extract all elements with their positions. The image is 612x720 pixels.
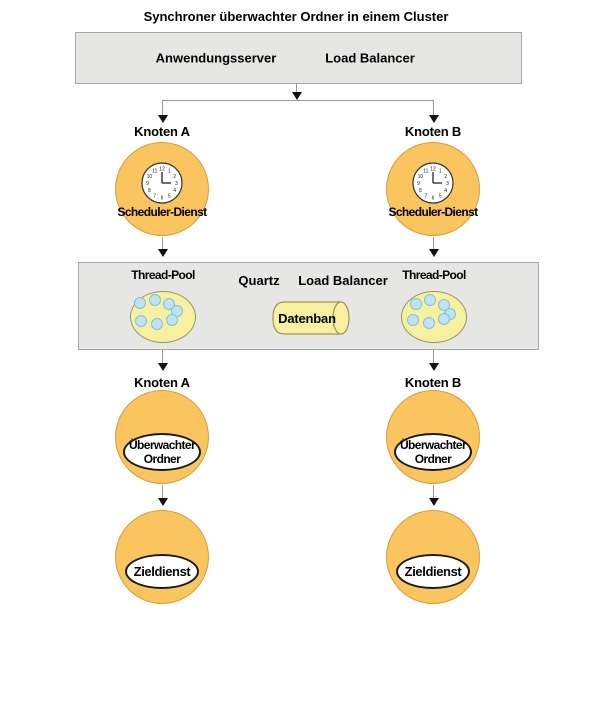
arrow-down-icon	[428, 249, 439, 257]
load-balancer-top-label: Load Balancer	[325, 50, 415, 66]
connector-band-a-line	[162, 349, 163, 363]
arrow-down-icon	[157, 115, 168, 123]
svg-text:3: 3	[175, 181, 178, 187]
target-service-label: Zieldienst	[133, 564, 191, 579]
database-cylinder-icon	[272, 301, 350, 335]
connector-top-line	[296, 83, 297, 92]
application-server-box: Anwendungsserver Load Balancer	[75, 32, 522, 84]
node-a-mid-label: Knoten A	[134, 375, 190, 390]
svg-text:1: 1	[168, 168, 171, 174]
watched-folder-label-line1: Überwachter	[399, 438, 467, 452]
svg-text:6: 6	[161, 196, 164, 202]
watched-folder-label-line2: Ordner	[414, 452, 452, 466]
thread-dot	[424, 294, 436, 306]
svg-text:9: 9	[146, 181, 149, 187]
watched-folder-node-b: Überwachter Ordner	[386, 390, 480, 484]
thread-dot	[134, 297, 146, 309]
target-service-ellipse: Zieldienst	[396, 554, 470, 589]
thread-dot	[135, 315, 147, 327]
thread-dot	[438, 313, 450, 325]
svg-text:8: 8	[148, 188, 151, 194]
svg-text:2: 2	[173, 174, 176, 180]
svg-text:9: 9	[417, 181, 420, 187]
target-service-node-a: Zieldienst	[115, 510, 209, 604]
target-service-ellipse: Zieldienst	[125, 554, 199, 589]
thread-dot	[407, 314, 419, 326]
connector-watched-a-line	[162, 485, 163, 498]
thread-pool-ellipse-left	[130, 291, 196, 343]
svg-text:3: 3	[446, 181, 449, 187]
connector-band-b-line	[433, 349, 434, 363]
svg-text:11: 11	[152, 168, 157, 174]
svg-text:4: 4	[444, 188, 447, 194]
quartz-label: Quartz	[238, 273, 280, 288]
watched-folder-ellipse: Überwachter Ordner	[394, 433, 472, 471]
connector-left-drop-line	[162, 100, 163, 115]
target-service-label: Zieldienst	[404, 564, 462, 579]
arrow-down-icon	[428, 363, 439, 371]
node-a-top-label: Knoten A	[134, 124, 190, 139]
connector-scheduler-b-line	[433, 237, 434, 249]
watched-folder-label-line1: Überwachter	[128, 438, 196, 452]
application-server-label: Anwendungsserver	[155, 50, 277, 66]
node-b-mid-label: Knoten B	[404, 375, 462, 390]
arrow-down-icon	[428, 498, 439, 506]
thread-dot	[151, 318, 163, 330]
svg-text:11: 11	[423, 168, 428, 174]
svg-text:5: 5	[168, 194, 171, 200]
thread-dot	[410, 298, 422, 310]
thread-pool-left-label: Thread-Pool	[131, 268, 195, 282]
svg-text:6: 6	[432, 196, 435, 202]
watched-folder-node-a: Überwachter Ordner	[115, 390, 209, 484]
arrow-down-icon	[428, 115, 439, 123]
thread-pool-right-label: Thread-Pool	[402, 268, 466, 282]
connector-watched-b-line	[433, 485, 434, 498]
svg-text:8: 8	[419, 188, 422, 194]
watched-folder-ellipse: Überwachter Ordner	[123, 433, 201, 471]
arrow-down-icon	[157, 249, 168, 257]
arrow-down-icon	[157, 363, 168, 371]
svg-text:5: 5	[439, 194, 442, 200]
connector-split-line	[162, 100, 433, 101]
scheduler-service-label: Scheduler-Dienst	[117, 205, 207, 219]
watched-folder-label-line2: Ordner	[143, 452, 181, 466]
svg-text:12: 12	[159, 167, 165, 173]
svg-text:10: 10	[418, 174, 424, 180]
connector-right-drop-line	[433, 100, 434, 115]
svg-text:10: 10	[147, 174, 153, 180]
thread-dot	[166, 314, 178, 326]
arrow-down-icon	[291, 92, 302, 100]
thread-dot	[149, 294, 161, 306]
database-label: Datenban	[278, 311, 336, 326]
load-balancer-band-label: Load Balancer	[298, 273, 388, 288]
svg-text:2: 2	[444, 174, 447, 180]
svg-text:1: 1	[439, 168, 442, 174]
thread-pool-ellipse-right	[401, 291, 467, 343]
arrow-down-icon	[157, 498, 168, 506]
diagram-title: Synchroner überwachter Ordner in einem C…	[143, 9, 449, 24]
svg-text:7: 7	[153, 194, 156, 200]
thread-dot	[423, 317, 435, 329]
quartz-band: Thread-Pool Thread-Pool Quartz Load Bala…	[78, 262, 539, 350]
svg-text:7: 7	[424, 194, 427, 200]
connector-scheduler-a-line	[162, 237, 163, 249]
node-b-top-label: Knoten B	[404, 124, 462, 139]
svg-text:12: 12	[430, 167, 436, 173]
scheduler-service-label: Scheduler-Dienst	[388, 205, 478, 219]
target-service-node-b: Zieldienst	[386, 510, 480, 604]
svg-text:4: 4	[173, 188, 176, 194]
